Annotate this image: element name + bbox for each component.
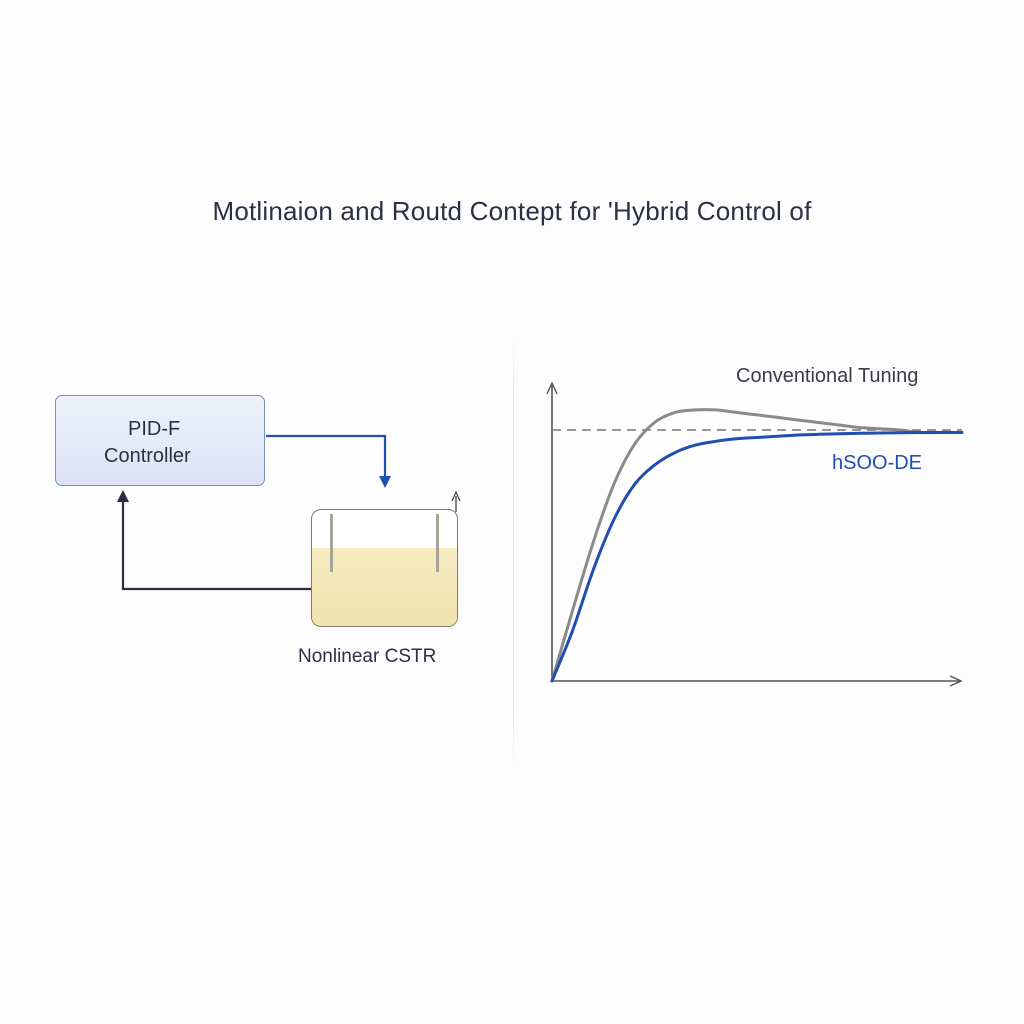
legend-conventional-tuning: Conventional Tuning bbox=[736, 365, 919, 387]
feedback-arrow bbox=[117, 490, 311, 591]
panel-divider bbox=[513, 335, 514, 770]
series-group bbox=[550, 408, 964, 683]
page-title: Motlinaion and Routd Contept for 'Hybrid… bbox=[212, 196, 812, 226]
cstr-label: Nonlinear CSTR bbox=[298, 646, 437, 667]
tank-liquid bbox=[312, 548, 457, 626]
series-line-hsoo-de bbox=[550, 430, 964, 683]
controller-label-line1: PID-F bbox=[128, 418, 181, 440]
tank-probe-left bbox=[330, 514, 333, 572]
cstr-tank bbox=[311, 509, 458, 627]
legend-hsoo-de: hSOO-DE bbox=[832, 452, 923, 474]
pid-f-controller-block: PID-F Controller bbox=[55, 395, 265, 486]
controller-label-line2: Controller bbox=[104, 445, 191, 467]
series-line-conventional-tuning bbox=[550, 408, 964, 683]
control-signal-arrow bbox=[266, 434, 391, 488]
tank-probe-right bbox=[436, 514, 439, 572]
